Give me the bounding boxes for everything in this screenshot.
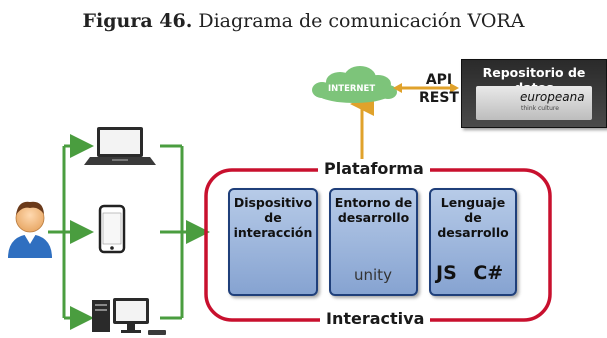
- europeana-logo-text: europeana: [520, 90, 585, 104]
- unity-logo-text: unity: [354, 266, 392, 284]
- europeana-tagline: think culture: [521, 105, 559, 112]
- module-entorno-desarrollo: Entorno de desarrollo: [329, 188, 418, 296]
- europeana-logo-panel: europeana think culture: [476, 86, 592, 120]
- desktop-computer-icon: [92, 298, 166, 335]
- module-lenguaje-desarrollo: Lenguaje de desarrollo: [429, 188, 517, 296]
- laptop-icon: [84, 127, 156, 165]
- platform-bottom-label: Interactiva: [320, 309, 431, 329]
- caption-text: Diagrama de comunicación VORA: [198, 10, 525, 32]
- api-arrows: [393, 83, 459, 93]
- module-dispositivo-interaccion: Dispositivo de interacción: [228, 188, 318, 296]
- api-rest-label: API REST: [419, 71, 459, 107]
- code-languages-text: JS C#: [436, 262, 504, 284]
- smartphone-icon: [98, 204, 126, 254]
- module-label: Lenguaje de desarrollo: [437, 195, 509, 240]
- caption-prefix: Figura 46.: [82, 10, 193, 32]
- green-connectors: [48, 134, 210, 330]
- internet-label: INTERNET: [328, 84, 376, 94]
- user-icon: [8, 201, 52, 258]
- rest-label: REST: [419, 90, 459, 106]
- api-label: API: [425, 72, 453, 88]
- module-label: Entorno de desarrollo: [334, 195, 413, 225]
- figure-caption: Figura 46. Diagrama de comunicación VORA: [0, 10, 607, 32]
- platform-title: Plataforma: [318, 159, 430, 179]
- module-label: Dispositivo de interacción: [233, 195, 313, 240]
- data-repository: Repositorio de datos europeana think cul…: [461, 59, 607, 128]
- internet-cloud-icon: [312, 66, 397, 103]
